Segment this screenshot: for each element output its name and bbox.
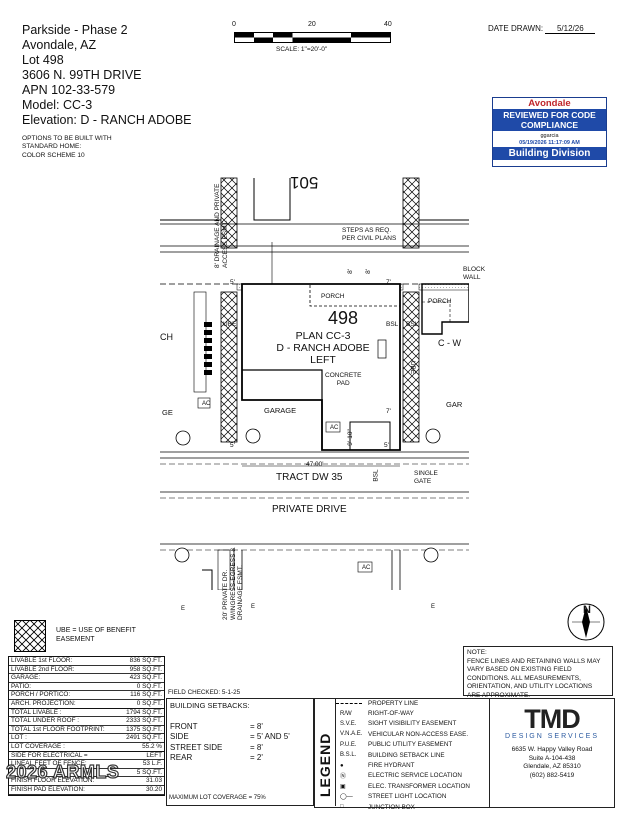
stats-table: LIVABLE 1st FLOOR:836 SQ.FT. LIVABLE 2nd… — [8, 656, 165, 796]
ube-note: UBE = USE OF BENEFIT EASEMENT — [56, 627, 136, 643]
street-light-icon: ◯— — [340, 794, 353, 801]
model: Model: CC-3 — [22, 98, 93, 112]
firm-logo: TMD — [524, 704, 580, 734]
setbacks-box: BUILDING SETBACKS: FRONT= 8' SIDE= 5' AN… — [166, 698, 314, 806]
lot: Lot 498 — [22, 53, 64, 67]
ube-hatch-swatch — [14, 620, 46, 652]
watermark: 2026 ARMLS — [5, 761, 120, 782]
legend-title: LEGEND — [317, 732, 333, 797]
firm-address: 6635 W. Happy Valley Road Suite A-104-43… — [511, 746, 593, 779]
options-note: OPTIONS TO BE BUILT WITH STANDARD HOME: … — [22, 135, 112, 159]
fire-hydrant-icon: ● — [340, 762, 344, 769]
firm-box: TMD DESIGN SERVICES 6635 W. Happy Valley… — [489, 698, 615, 808]
transformer-icon: ▣ — [340, 783, 346, 790]
date-drawn: DATE DRAWN: 5/12/26 — [488, 24, 596, 34]
city: Avondale, AZ — [22, 38, 97, 52]
address: 3606 N. 99TH DRIVE — [22, 68, 142, 82]
e-marker-2: E — [251, 604, 256, 610]
north-arrow-icon — [567, 603, 605, 641]
scale-bar-graphic — [234, 32, 391, 43]
subdivision: Parkside - Phase 2 — [22, 23, 128, 37]
north-label: N — [583, 604, 591, 616]
project-info: Parkside - Phase 2 Avondale, AZ Lot 498 … — [22, 23, 192, 128]
site-plan — [160, 177, 469, 590]
elevation: Elevation: D - RANCH ADOBE — [22, 113, 192, 127]
e-marker-3: E — [431, 604, 436, 610]
note-box: NOTE: FENCE LINES AND RETAINING WALLS MA… — [463, 646, 613, 699]
scale-label: SCALE: 1"=20'-0" — [276, 46, 328, 53]
review-stamp: Avondale REVIEWED FOR CODE COMPLIANCE gg… — [492, 97, 607, 167]
apn: APN 102-33-579 — [22, 83, 116, 97]
firm-name: DESIGN SERVICES — [504, 733, 600, 740]
scale-bar: 0 20 40 SCALE: 1"=20'-0" — [232, 21, 392, 53]
electric-service-icon: Ⓝ — [340, 774, 347, 781]
field-checked: FIELD CHECKED: 5-1-25 — [168, 689, 241, 696]
junction-box-icon: □ — [340, 804, 344, 811]
e-marker-1: E — [181, 606, 186, 612]
